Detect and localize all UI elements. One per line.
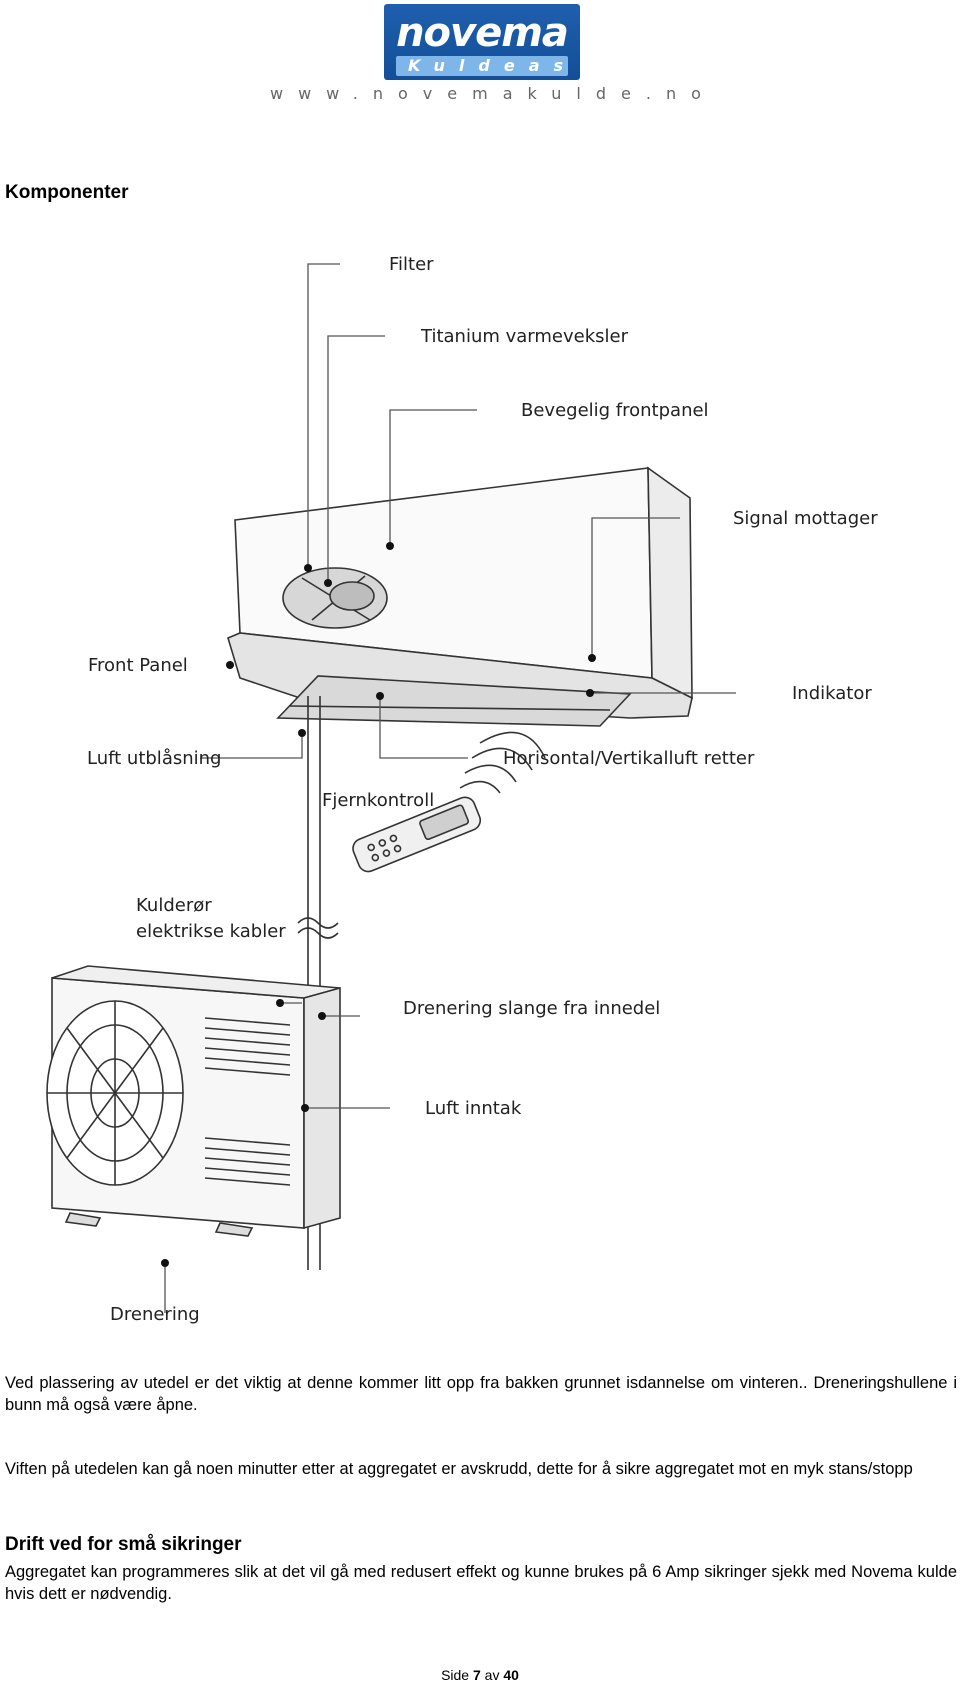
website-url[interactable]: www.novemakulde.no [270,84,716,103]
label-signal: Signal mottager [733,508,878,529]
label-horisontal: Horisontal/Vertikalluft retter [503,748,755,769]
label-drenering: Drenering [110,1304,200,1325]
air-outlet-flap [276,675,632,727]
label-titanium: Titanium varmeveksler [420,326,629,347]
label-filter: Filter [389,254,434,275]
label-frontpanel-moving: Bevegelig frontpanel [521,400,709,421]
label-luft-inntak: Luft inntak [425,1098,522,1119]
novema-logo: novema Kuldeas [384,4,582,84]
paragraph-placement: Ved plassering av utedel er det viktig a… [5,1374,957,1414]
logo-subtitle: Kuldeas [396,56,568,76]
section-title: Komponenter [5,182,129,203]
label-indikator: Indikator [792,683,872,704]
footer-total: 40 [503,1667,519,1683]
components-diagram: Filter Titanium varmeveksler Bevegelig f… [46,254,878,1325]
footer-prefix: Side [441,1667,473,1683]
footer-middle: av [480,1667,504,1683]
paragraph-fuses: Aggregatet kan programmeres slik at det … [5,1563,957,1603]
indoor-unit-side [647,466,693,700]
signal-waves [459,731,546,794]
page-footer: Side 7 av 40 [0,1667,960,1683]
remote-control-drawing [352,796,482,873]
leader-lines [164,263,736,1313]
logo-badge: novema Kuldeas [384,4,580,80]
label-drenering-slange: Drenering slange fra innedel [403,998,660,1019]
label-front-panel: Front Panel [88,655,188,676]
label-fjernkontroll: Fjernkontroll [322,790,434,811]
label-kulderor: Kulderør [136,895,212,916]
label-luft-utblasning: Luft utblåsning [87,748,221,769]
outdoor-vents [204,1017,291,1186]
footer-page: 7 [472,1667,481,1683]
label-elektriske-kabler: elektrikse kabler [136,921,286,942]
paragraph-fan: Viften på utedelen kan gå noen minutter … [5,1460,913,1478]
subheading-fuses: Drift ved for små sikringer [5,1534,242,1555]
logo-name: novema [396,10,569,56]
